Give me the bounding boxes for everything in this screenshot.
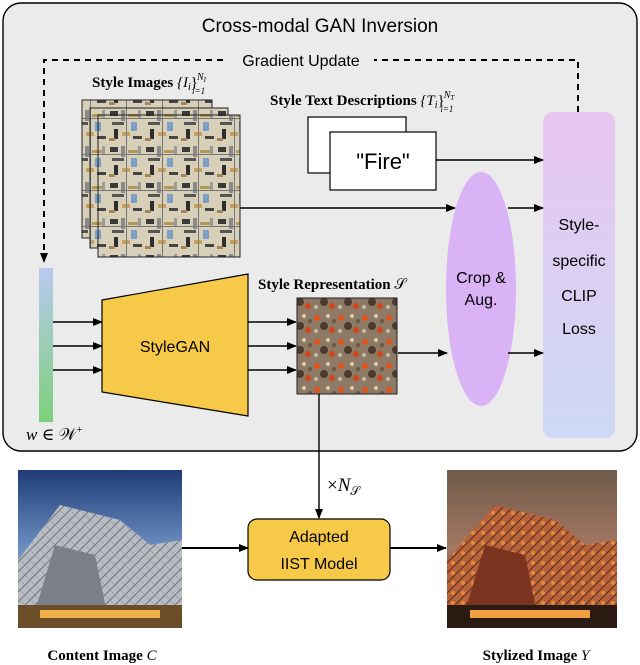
stylized-image (447, 470, 617, 628)
clip-loss-line1: Style- (559, 217, 600, 234)
crop-aug-line1: Crop & (456, 270, 506, 287)
gradient-update-label-bg (228, 50, 374, 70)
latent-label: w ∈ 𝒲+ (26, 424, 82, 444)
stylegan-label: StyleGAN (140, 339, 210, 356)
clip-loss-line4: Loss (562, 321, 596, 338)
times-ns-label: ×N𝒮 (327, 475, 361, 498)
text-card-fire: "Fire" (356, 149, 410, 174)
iist-line1: Adapted (289, 529, 349, 546)
gradient-update-label: Gradient Update (242, 53, 360, 70)
latent-code-bar (39, 268, 53, 422)
clip-loss-box (543, 112, 615, 438)
style-representation-image (296, 297, 398, 395)
content-image (18, 470, 182, 628)
clip-loss-line2: specific (552, 253, 605, 270)
crop-aug-line2: Aug. (465, 292, 498, 309)
stylegan-block (101, 273, 249, 417)
style-rep-label: Style Representation 𝒮 (258, 277, 407, 293)
clip-loss-line3: CLIP (561, 288, 597, 305)
stylized-image-label: Stylized Image Y (483, 648, 591, 664)
panel-title: Cross-modal GAN Inversion (202, 16, 439, 37)
style-image-front (97, 114, 241, 258)
crop-aug-ellipse (446, 172, 516, 406)
text-card-front (329, 131, 437, 191)
iist-line2: IIST Model (280, 556, 357, 573)
iist-model-box (247, 518, 391, 581)
content-image-label: Content Image C (47, 648, 157, 664)
